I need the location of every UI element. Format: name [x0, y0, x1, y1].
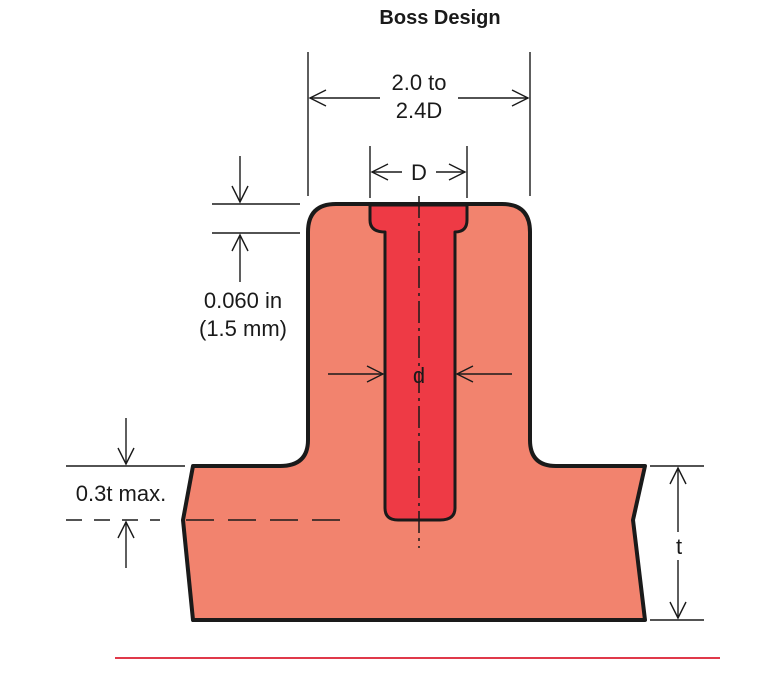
depth-limit-arrow-up	[117, 520, 135, 539]
outer-width-label-line2: 2.4D	[396, 98, 442, 123]
counterbore-arrow-left	[370, 163, 389, 181]
top-thickness-arrow-up	[231, 233, 249, 252]
screw-hole	[368, 203, 469, 522]
hole-arrow-left	[366, 365, 385, 383]
wall-thickness-arrow-up	[669, 466, 687, 485]
top-thickness-arrow-down	[231, 185, 249, 204]
hole-diameter-label: d	[413, 363, 425, 388]
counterbore-width-label: D	[411, 160, 427, 185]
depth-limit-label: 0.3t max.	[76, 481, 166, 506]
depth-limit-arrow-down	[117, 447, 135, 466]
hole-arrow-right	[455, 365, 474, 383]
wall-thickness-arrow-down	[669, 601, 687, 620]
outer-width-arrow-left	[308, 89, 327, 107]
top-thickness-label-line2: (1.5 mm)	[199, 316, 287, 341]
top-thickness-label-line1: 0.060 in	[204, 288, 282, 313]
wall-thickness-label: t	[676, 534, 682, 559]
outer-width-label-line1: 2.0 to	[391, 70, 446, 95]
outer-width-arrow-right	[511, 89, 530, 107]
diagram-title: Boss Design	[379, 7, 500, 29]
counterbore-arrow-right	[448, 163, 467, 181]
